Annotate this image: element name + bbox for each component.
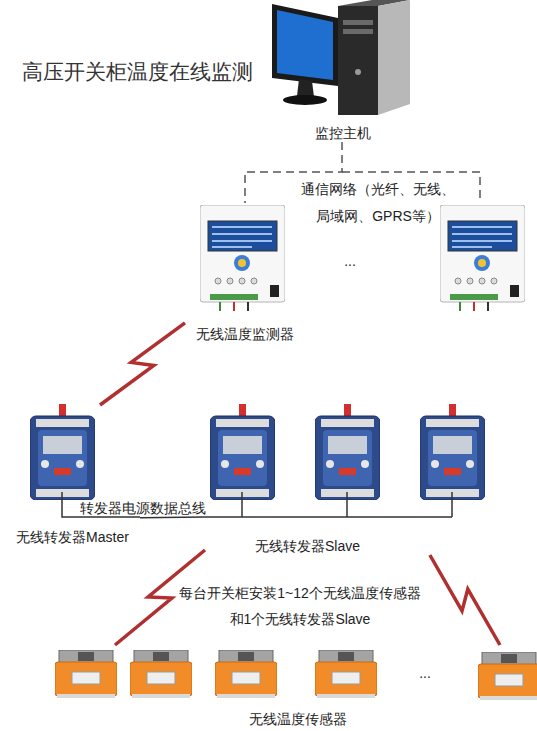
edge-label: 通信网络（光纤、无线、 局域网、GPRS等） <box>283 176 473 230</box>
bus-link <box>140 516 205 518</box>
annotation: 每台开关柜安装1~12个无线温度传感器 和1个无线转发器Slave <box>170 580 430 632</box>
node-label: 无线温度传感器 <box>249 710 347 728</box>
monitor-screen <box>277 10 333 80</box>
monitor-device <box>200 205 285 311</box>
diagram-title: 高压开关柜温度在线监测 <box>22 58 253 86</box>
sensor-device <box>478 652 537 700</box>
wireless-link <box>430 555 500 645</box>
network-link <box>245 142 342 203</box>
drive-bay <box>343 29 373 34</box>
power-button <box>355 69 361 75</box>
sensor-device <box>55 650 117 698</box>
node-label: 无线温度监测器 <box>196 325 294 343</box>
device-group: 无线温度监测器 <box>185 203 305 343</box>
drive-bay <box>343 20 373 25</box>
sensor-device <box>315 650 377 698</box>
tower-side <box>378 0 410 115</box>
repeater-device <box>30 404 95 500</box>
repeater-device <box>420 404 485 500</box>
repeater-device <box>210 404 275 500</box>
device-group: 无线转发器Slave <box>205 405 490 555</box>
monitor-stand <box>297 79 314 97</box>
sensor-device <box>130 650 192 698</box>
annotation: ... <box>335 252 365 270</box>
bus-wire <box>62 492 452 517</box>
device-group: 无线温度传感器 <box>50 645 537 728</box>
monitor-base <box>283 95 327 105</box>
tower-front <box>338 6 378 115</box>
node-label: 监控主机 <box>315 124 371 142</box>
sensor-device <box>215 650 277 698</box>
node-label: 无线转发器Master <box>16 528 129 546</box>
wireless-link <box>100 323 185 405</box>
edge-label: 转发器电源数据总线 <box>73 499 213 517</box>
monitor-bezel <box>272 4 338 86</box>
annotation: ... <box>405 664 445 682</box>
wireless-link <box>115 550 205 645</box>
monitor-device <box>440 205 525 311</box>
computer <box>272 0 410 115</box>
bus-line <box>346 492 348 517</box>
node-label: 无线转发器Slave <box>255 537 360 555</box>
bus-line <box>241 492 243 517</box>
bus-line <box>451 492 453 517</box>
device-group: 监控主机 <box>270 0 415 142</box>
repeater-device <box>315 404 380 500</box>
device-group: 无线转发器Master <box>5 405 140 546</box>
